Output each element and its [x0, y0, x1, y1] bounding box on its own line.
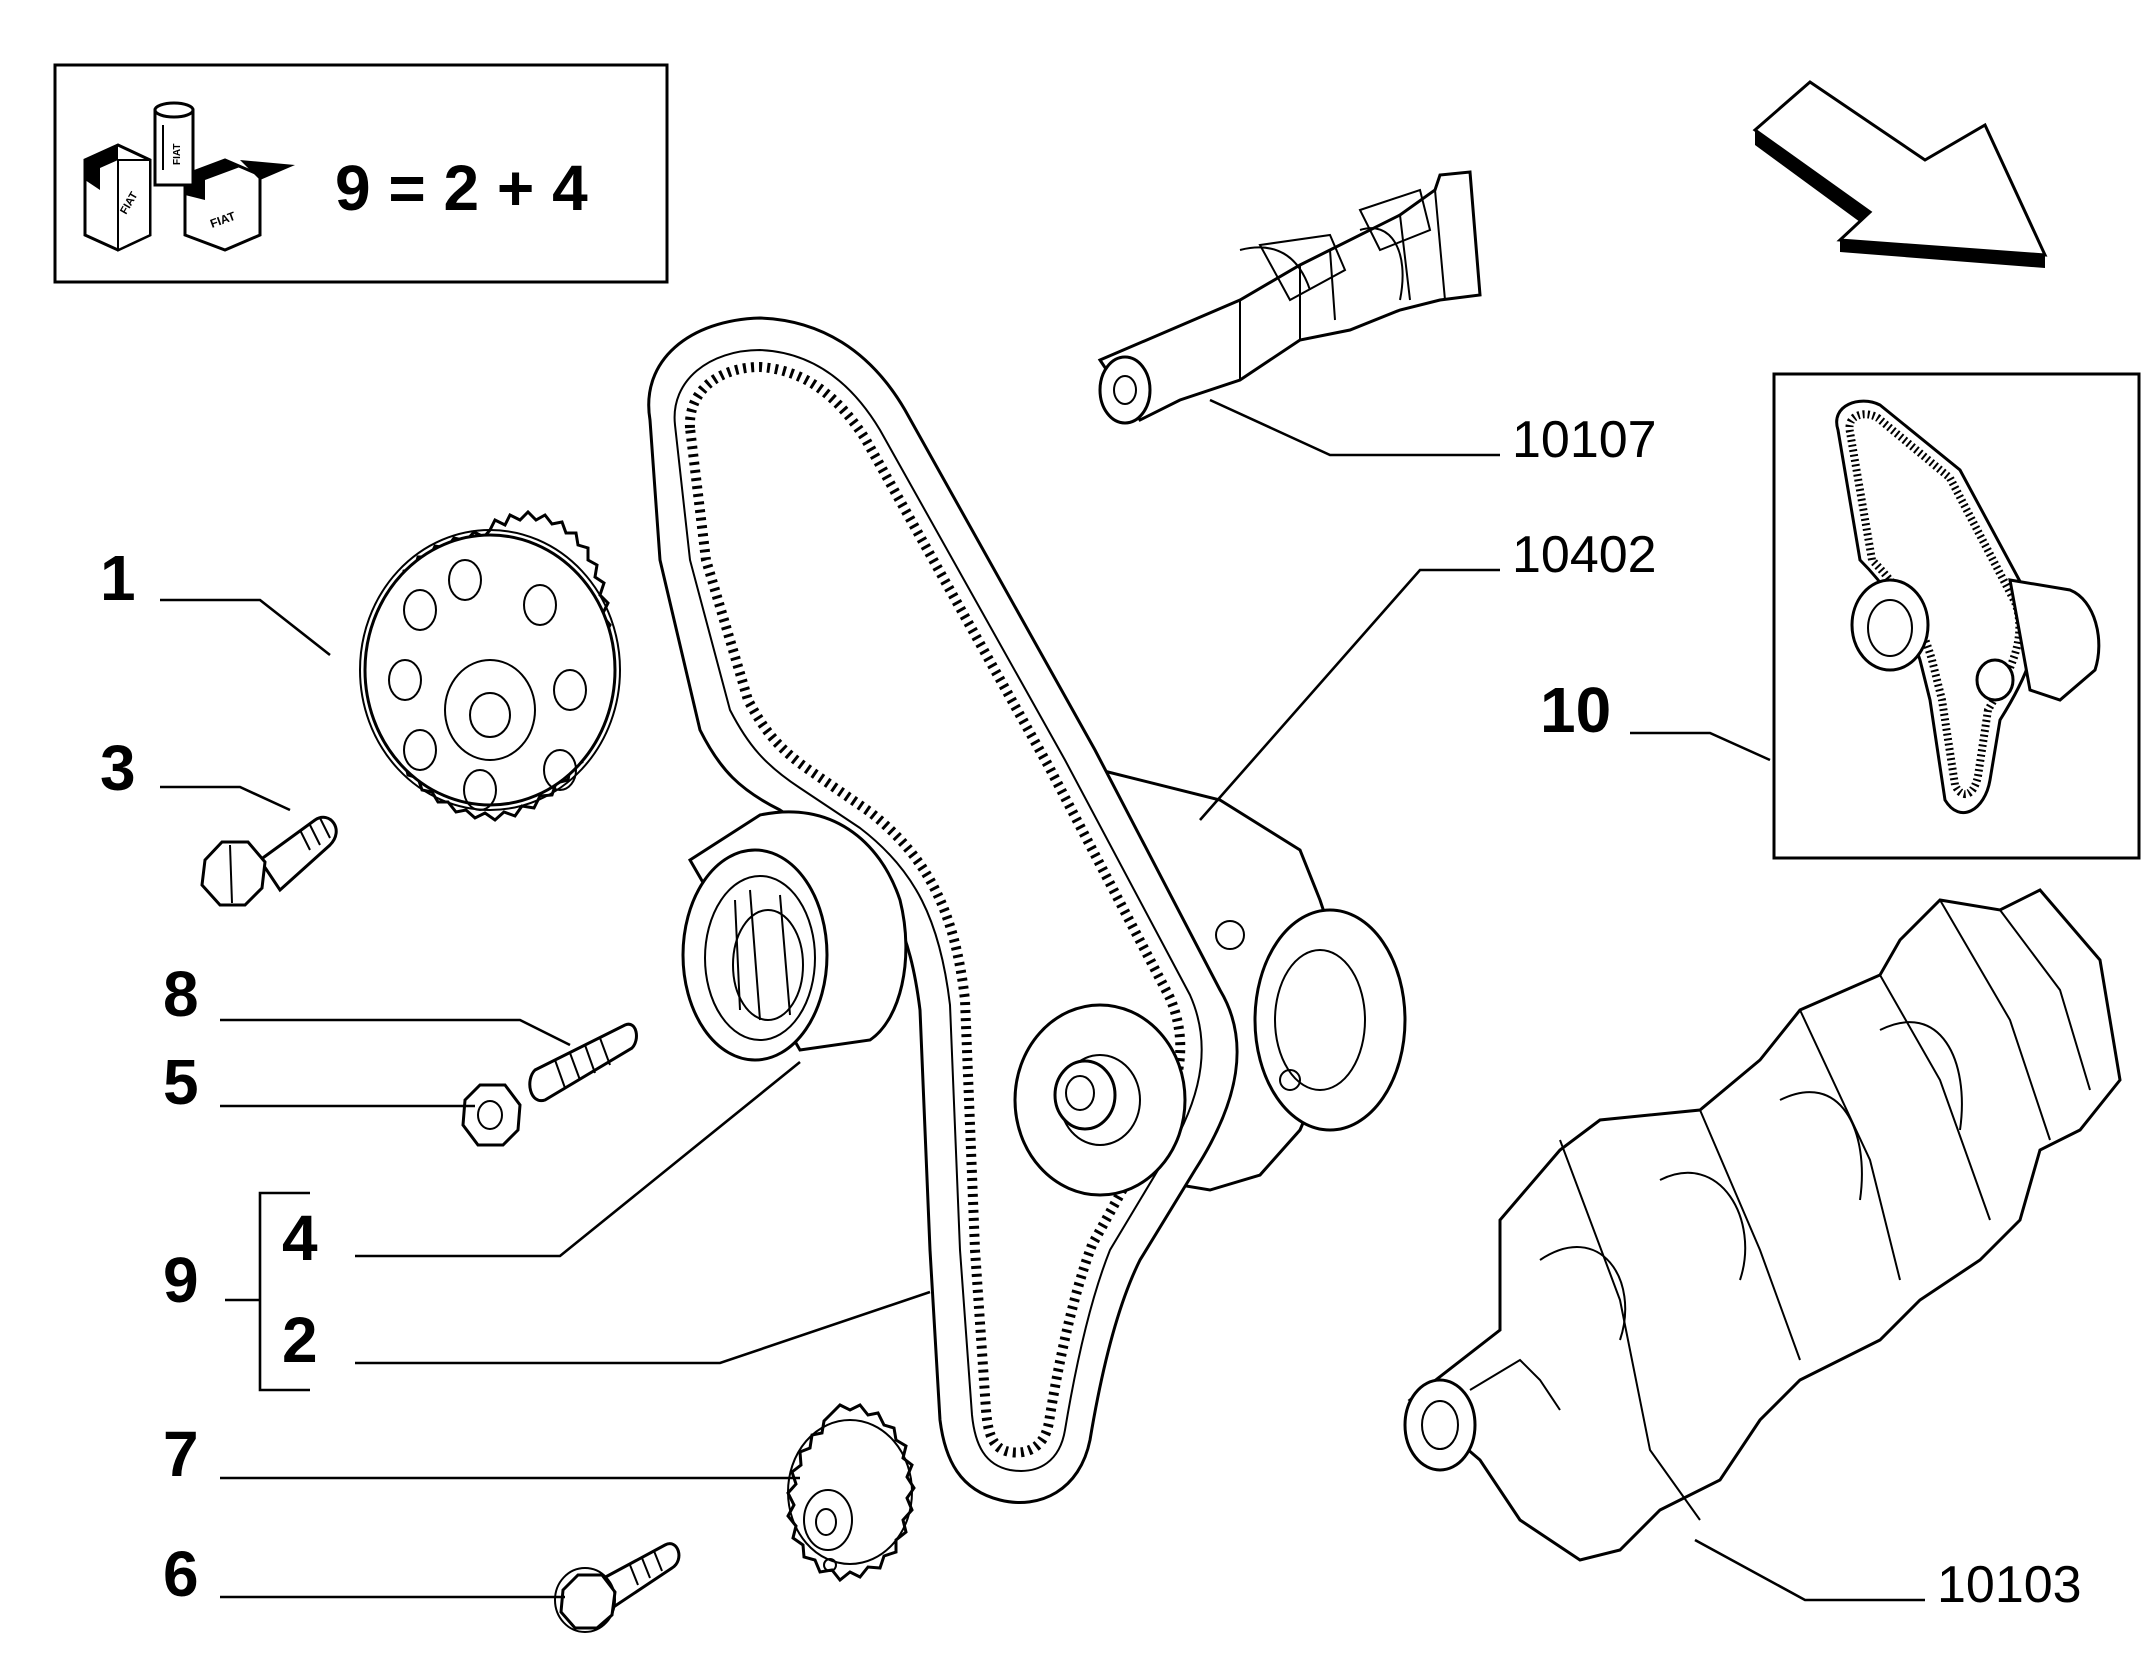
callout-labels: 1 3 8 5 9 4 2 7 6 10 10107 10402 10103: [100, 411, 2082, 1614]
nut-part: [461, 1083, 522, 1147]
callout-1: 1: [100, 542, 136, 614]
callout-8: 8: [163, 958, 199, 1030]
callout-9: 9: [163, 1244, 199, 1316]
kit-inset-box: [1772, 372, 2141, 860]
cam-gear-part: [359, 509, 621, 822]
kit-info-box: FIAT FIAT FIAT 9 = 2 + 4: [53, 63, 669, 284]
ref-10107: 10107: [1512, 411, 1657, 469]
callout-3: 3: [100, 732, 136, 804]
callout-5: 5: [163, 1046, 199, 1118]
tensioner-bearing-part: [681, 810, 908, 1062]
callout-4: 4: [282, 1202, 318, 1274]
ref-10402: 10402: [1512, 526, 1657, 584]
logo-text-2: FIAT: [172, 144, 183, 165]
flange-bolt-part: [554, 1542, 681, 1633]
callout-7: 7: [163, 1418, 199, 1490]
bolt-part: [200, 815, 338, 907]
fiat-kit-logo-icon: FIAT FIAT FIAT: [83, 101, 295, 252]
camshaft-part: [1097, 170, 1482, 425]
callout-6: 6: [163, 1538, 199, 1610]
crankshaft-part: [1403, 888, 2122, 1562]
callout-10: 10: [1540, 674, 1611, 746]
kit-formula: 9 = 2 + 4: [335, 152, 588, 224]
stud-part: [528, 1022, 638, 1103]
callout-2: 2: [282, 1304, 318, 1376]
direction-arrow-icon: [1752, 80, 2048, 268]
ref-10103: 10103: [1937, 1556, 2082, 1614]
leader-lines: [160, 398, 1925, 1602]
idler-pulley-part: [1013, 1003, 1187, 1197]
crank-gear-part: [786, 1403, 916, 1583]
